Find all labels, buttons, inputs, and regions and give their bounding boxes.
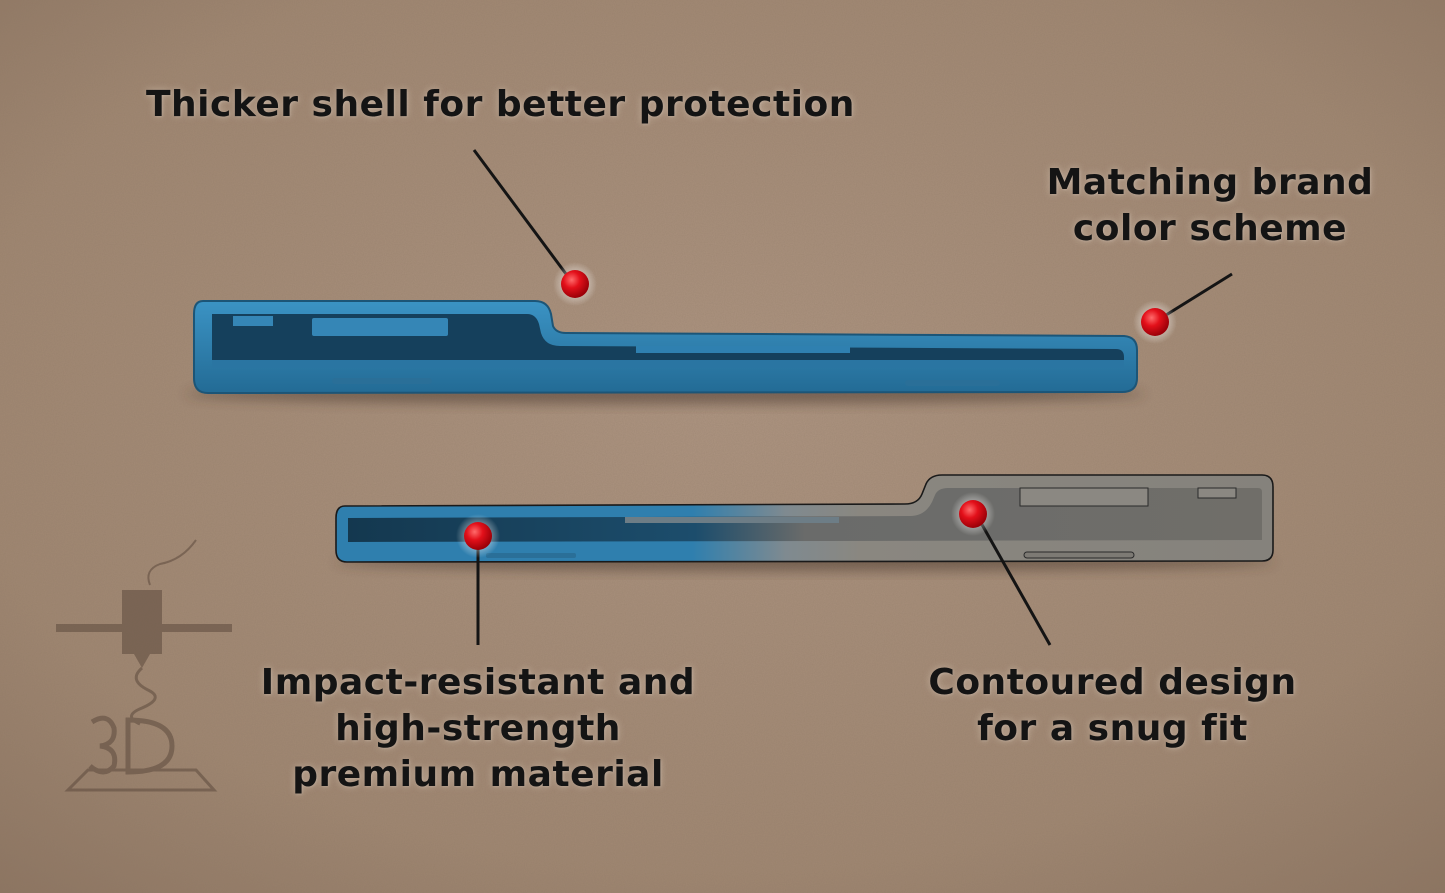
bottom-case-rib-1	[1019, 487, 1149, 507]
red-marker-shell	[561, 270, 589, 298]
callout-matching-brand: Matching brand color scheme	[1020, 160, 1400, 252]
blue-case-top	[185, 300, 1145, 404]
top-case-lower-lip	[332, 378, 432, 384]
top-case-lower-lip-2	[905, 380, 1000, 386]
callout-impact-resistant: Impact-resistant and high-strength premi…	[248, 660, 708, 798]
callout-brand-line-2: color scheme	[1072, 208, 1348, 249]
pointer-line-shell	[472, 149, 574, 283]
callout-shell-line-1: Thicker shell for better protection	[146, 84, 855, 125]
callout-material-line-3: premium material	[292, 754, 664, 795]
callout-design-line-1: Contoured design	[928, 662, 1297, 703]
top-case-rib-3	[636, 346, 850, 353]
callout-contoured-design: Contoured design for a snug fit	[905, 660, 1320, 752]
blue-to-render-case-bottom	[335, 474, 1275, 571]
top-case-rib-1	[312, 318, 448, 336]
marker-material	[456, 514, 500, 558]
marker-design	[951, 492, 995, 536]
3d-printer-logo-icon	[56, 539, 232, 792]
red-marker-material	[464, 522, 492, 550]
top-case-rib-2	[233, 316, 273, 326]
callout-material-line-2: high-strength	[335, 708, 621, 749]
red-marker-design	[959, 500, 987, 528]
marker-shell	[553, 262, 597, 306]
bottom-case-lower-lip-2	[486, 553, 576, 558]
red-marker-brand	[1141, 308, 1169, 336]
callout-brand-line-1: Matching brand	[1046, 162, 1374, 203]
bottom-case-rib-3	[625, 517, 839, 523]
pointer-line-design	[974, 513, 1052, 646]
bottom-case-lower-lip	[1023, 551, 1135, 559]
callout-design-line-2: for a snug fit	[977, 708, 1248, 749]
marker-brand	[1133, 300, 1177, 344]
top-case-inner-floor	[212, 360, 1124, 368]
callout-thicker-shell: Thicker shell for better protection	[146, 82, 855, 128]
bottom-case-rib-2	[1197, 487, 1237, 499]
callout-material-line-1: Impact-resistant and	[260, 662, 696, 703]
